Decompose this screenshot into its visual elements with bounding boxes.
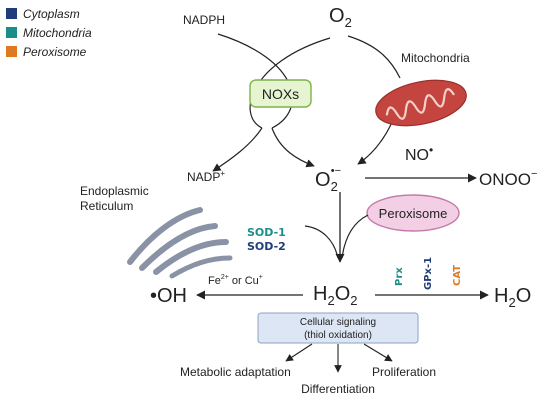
legend-item-cytoplasm: Cytoplasm	[6, 7, 80, 21]
sod-to-h2o2-curve	[304, 225, 339, 259]
water-label: H2O	[494, 285, 531, 310]
cellular-signaling-line1: Cellular signaling	[300, 317, 376, 328]
fenton-metals-label: Fe2+ or Cu+	[208, 274, 263, 287]
er-membrane-3	[153, 239, 229, 275]
legend-swatch-mitochondria	[6, 27, 17, 38]
nox-to-superoxide-arrow	[271, 127, 315, 168]
cellular-signaling-box: Cellular signaling (thiol oxidation)	[257, 312, 419, 344]
er-membrane-1	[127, 207, 203, 265]
endoplasmic-reticulum-illustration	[127, 207, 233, 279]
cellular-signaling-shape	[257, 312, 419, 344]
peroxisome-shape	[366, 194, 460, 232]
proliferation-label: Proliferation	[372, 365, 436, 379]
noxs-box-shape	[249, 79, 312, 108]
legend-swatch-peroxisome	[6, 46, 17, 57]
signaling-to-proliferation-arrow	[363, 343, 393, 362]
nadp-label: NADP+	[187, 169, 225, 184]
noxs-box: NOXs	[249, 79, 312, 108]
metabolic-adaptation-label: Metabolic adaptation	[180, 365, 291, 379]
er-membrane-4	[169, 255, 233, 279]
h2o2-label: H2O2	[313, 283, 357, 308]
nitric-oxide-label: NO•	[405, 143, 433, 164]
mitochondrion-cristae	[385, 88, 455, 120]
mitochondria-label: Mitochondria	[401, 51, 470, 65]
gpx-1-label: GPx-1	[423, 257, 434, 290]
sod-1-label: SOD-1	[247, 226, 286, 239]
cat-label: CAT	[452, 265, 463, 286]
cellular-signaling-line2: (thiol oxidation)	[304, 330, 372, 341]
peroxynitrite-label: ONOO−	[479, 168, 537, 189]
legend-label-cytoplasm: Cytoplasm	[23, 7, 80, 21]
er-membrane-2	[139, 223, 218, 271]
legend-swatch-cytoplasm	[6, 8, 17, 19]
nadph-label: NADPH	[183, 13, 225, 27]
superoxide-label: O2•−	[315, 165, 341, 194]
legend: Cytoplasm Mitochondria Peroxisome	[6, 7, 92, 59]
er-label-line2: Reticulum	[80, 199, 133, 213]
noxs-label: NOXs	[262, 86, 299, 102]
hydroxyl-radical-label: •OH	[150, 285, 187, 307]
legend-item-mitochondria: Mitochondria	[6, 26, 92, 40]
sod-2-label: SOD-2	[247, 240, 286, 253]
legend-item-peroxisome: Peroxisome	[6, 45, 87, 59]
peroxisome-label: Peroxisome	[379, 206, 448, 221]
o2-to-mitochondria-curve	[347, 35, 401, 79]
legend-label-mitochondria: Mitochondria	[23, 26, 92, 40]
peroxisome-box: Peroxisome	[366, 194, 460, 232]
legend-label-peroxisome: Peroxisome	[23, 45, 87, 59]
er-label-line1: Endoplasmic	[80, 184, 149, 198]
differentiation-label: Differentiation	[301, 382, 375, 396]
peroxisome-to-h2o2-curve	[341, 214, 369, 259]
o2-label: O2	[329, 5, 352, 30]
prx-label: Prx	[394, 267, 405, 286]
mitochondrion-outer	[375, 79, 467, 127]
signaling-to-metabolic-arrow	[285, 343, 313, 362]
mitochondrion-illustration	[375, 79, 467, 127]
nox-to-nadp-arrow	[212, 127, 263, 172]
